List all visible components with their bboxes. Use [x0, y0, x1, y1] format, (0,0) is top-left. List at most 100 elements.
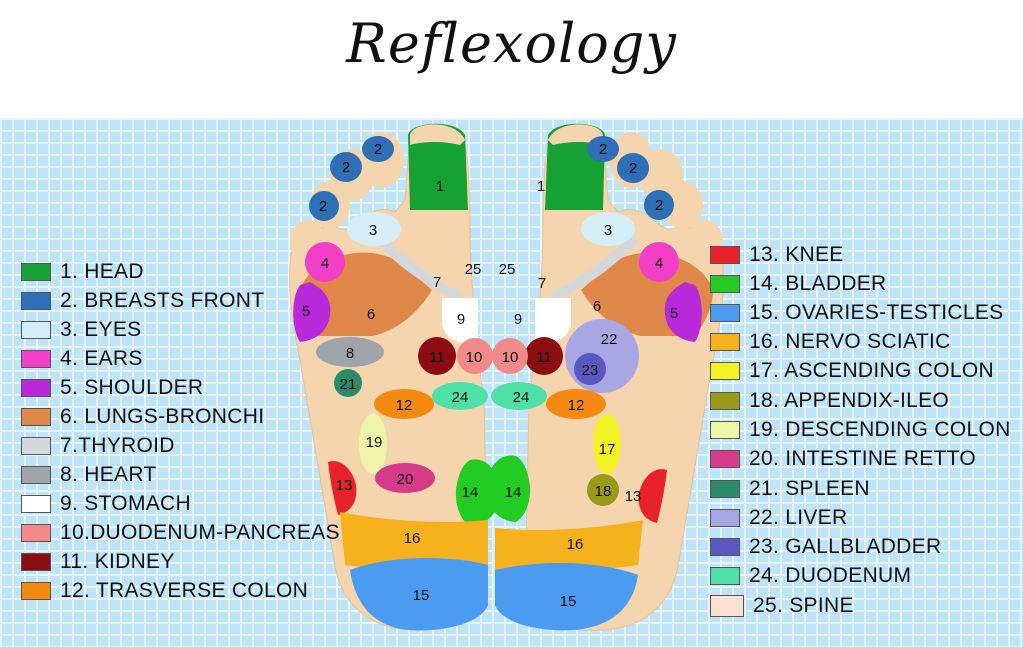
left-zone-stomach: [442, 298, 478, 345]
zone-number: 20: [397, 471, 414, 488]
zone-number: 11: [536, 349, 552, 366]
legend-swatch: [21, 408, 51, 426]
zone-number: 19: [366, 434, 383, 451]
zone-number: 4: [655, 255, 663, 272]
legend-swatch: [710, 392, 740, 410]
left-foot: [289, 123, 501, 631]
zone-number: 12: [568, 397, 585, 414]
page-title: Reflexology: [346, 12, 677, 75]
legend-item: 21. SPLEEN: [710, 477, 870, 501]
zone-number: 2: [599, 141, 607, 158]
left-zone-knee: [328, 461, 357, 515]
legend-item: 8. HEART: [21, 463, 157, 487]
zone-number: 18: [595, 483, 612, 500]
legend-item: 23. GALLBLADDER: [710, 535, 941, 559]
left-zone-2a: [309, 191, 339, 221]
legend-swatch: [710, 275, 740, 293]
legend-swatch: [21, 524, 51, 542]
right-zone-trasverse-colon: [546, 389, 606, 419]
zone-number: 15: [413, 587, 430, 604]
zone-number: 3: [369, 222, 377, 239]
zone-number: 17: [599, 441, 616, 458]
legend-swatch: [21, 553, 51, 571]
zone-number: 6: [593, 298, 601, 315]
zone-number: 15: [560, 593, 577, 610]
legend-swatch: [710, 538, 740, 556]
left-zone-2c: [362, 136, 394, 162]
legend-label: 1. HEAD: [60, 260, 144, 283]
legend-label: 23. GALLBLADDER: [749, 535, 942, 558]
legend-swatch: [710, 333, 740, 351]
legend-label: 5. SHOULDER: [60, 376, 204, 399]
legend-item: 15. OVARIES-TESTICLES: [710, 301, 1004, 325]
left-zone-ovaries-testicles: [350, 558, 488, 631]
legend-label: 20. INTESTINE RETTO: [749, 447, 977, 470]
zone-number: 1: [436, 178, 444, 195]
grid-background: [0, 118, 1023, 647]
legend-swatch: [21, 350, 51, 368]
zone-number: 3: [604, 222, 612, 239]
right-zone-shoulder: [664, 282, 702, 342]
zone-number: 24: [452, 389, 469, 406]
zone-number: 10: [502, 349, 519, 366]
zone-number: 1: [537, 178, 545, 195]
right-zone-knee: [638, 469, 667, 523]
legend-label: 10.DUODENUM-PANCREAS: [60, 521, 340, 544]
zone-number: 12: [396, 397, 413, 414]
zone-number: 13: [625, 488, 642, 505]
zone-number: 2: [319, 198, 327, 215]
right-zone-gallbladder: [574, 353, 606, 385]
zone-number: 2: [629, 160, 637, 177]
zone-number: 7: [538, 275, 546, 292]
zone-number: 7: [433, 274, 441, 291]
left-zone-heart: [316, 337, 384, 367]
right-zone-stomach: [535, 298, 571, 345]
legend-label: 11. KIDNEY: [60, 550, 175, 573]
left-zone-descending-colon: [359, 414, 387, 474]
legend-swatch: [710, 421, 740, 439]
legend-label: 14. BLADDER: [749, 272, 887, 295]
right-zone-2c: [587, 136, 619, 162]
legend-item: 20. INTESTINE RETTO: [710, 447, 976, 471]
zone-number: 9: [514, 311, 522, 328]
legend-label: 21. SPLEEN: [749, 477, 870, 500]
legend-label: 12. TRASVERSE COLON: [60, 579, 309, 602]
zone-number: 8: [346, 345, 354, 362]
legend-label: 6. LUNGS-BRONCHI: [60, 405, 265, 428]
left-zone-trasverse-colon: [374, 389, 434, 419]
zone-number: 11: [429, 349, 445, 366]
zone-number: 22: [601, 331, 618, 348]
legend-item: 19. DESCENDING COLON: [710, 418, 1011, 442]
zone-number: 2: [342, 159, 350, 176]
right-zone-duodenum-pancreas: [492, 338, 528, 374]
legend-label: 8. HEART: [60, 463, 157, 486]
legend-label: 17. ASCENDING COLON: [749, 359, 994, 382]
legend-swatch: [21, 379, 51, 397]
zone-number: 14: [505, 484, 522, 501]
right-zone-duodenum: [491, 382, 547, 410]
right-big-toe-tip: [548, 124, 603, 145]
zone-number: 2: [374, 141, 382, 158]
legend-item: 2. BREASTS FRONT: [21, 289, 264, 313]
legend-label: 15. OVARIES-TESTICLES: [749, 301, 1004, 324]
legend-swatch: [710, 595, 744, 617]
legend-label: 18. APPENDIX-ILEO: [749, 389, 950, 412]
legend-label: 22. LIVER: [749, 506, 848, 529]
legend-swatch: [710, 304, 740, 322]
legend-item: 17. ASCENDING COLON: [710, 359, 994, 383]
zone-number: 24: [513, 389, 530, 406]
left-zone-ears: [305, 242, 345, 282]
legend-label: 2. BREASTS FRONT: [60, 289, 265, 312]
legend-item: 13. KNEE: [710, 243, 844, 267]
left-big-toe-tip: [410, 124, 465, 145]
left-zone-spleen: [334, 369, 362, 397]
right-zone-bladder: [485, 455, 531, 522]
legend-label: 7.THYROID: [60, 434, 175, 457]
legend-label: 24. DUODENUM: [749, 564, 912, 587]
left-zone-kidney: [418, 337, 456, 375]
zone-number: 10: [466, 349, 483, 366]
legend-swatch: [21, 582, 51, 600]
right-zone-2b: [617, 153, 649, 183]
legend-item: 16. NERVO SCIATIC: [710, 330, 951, 354]
